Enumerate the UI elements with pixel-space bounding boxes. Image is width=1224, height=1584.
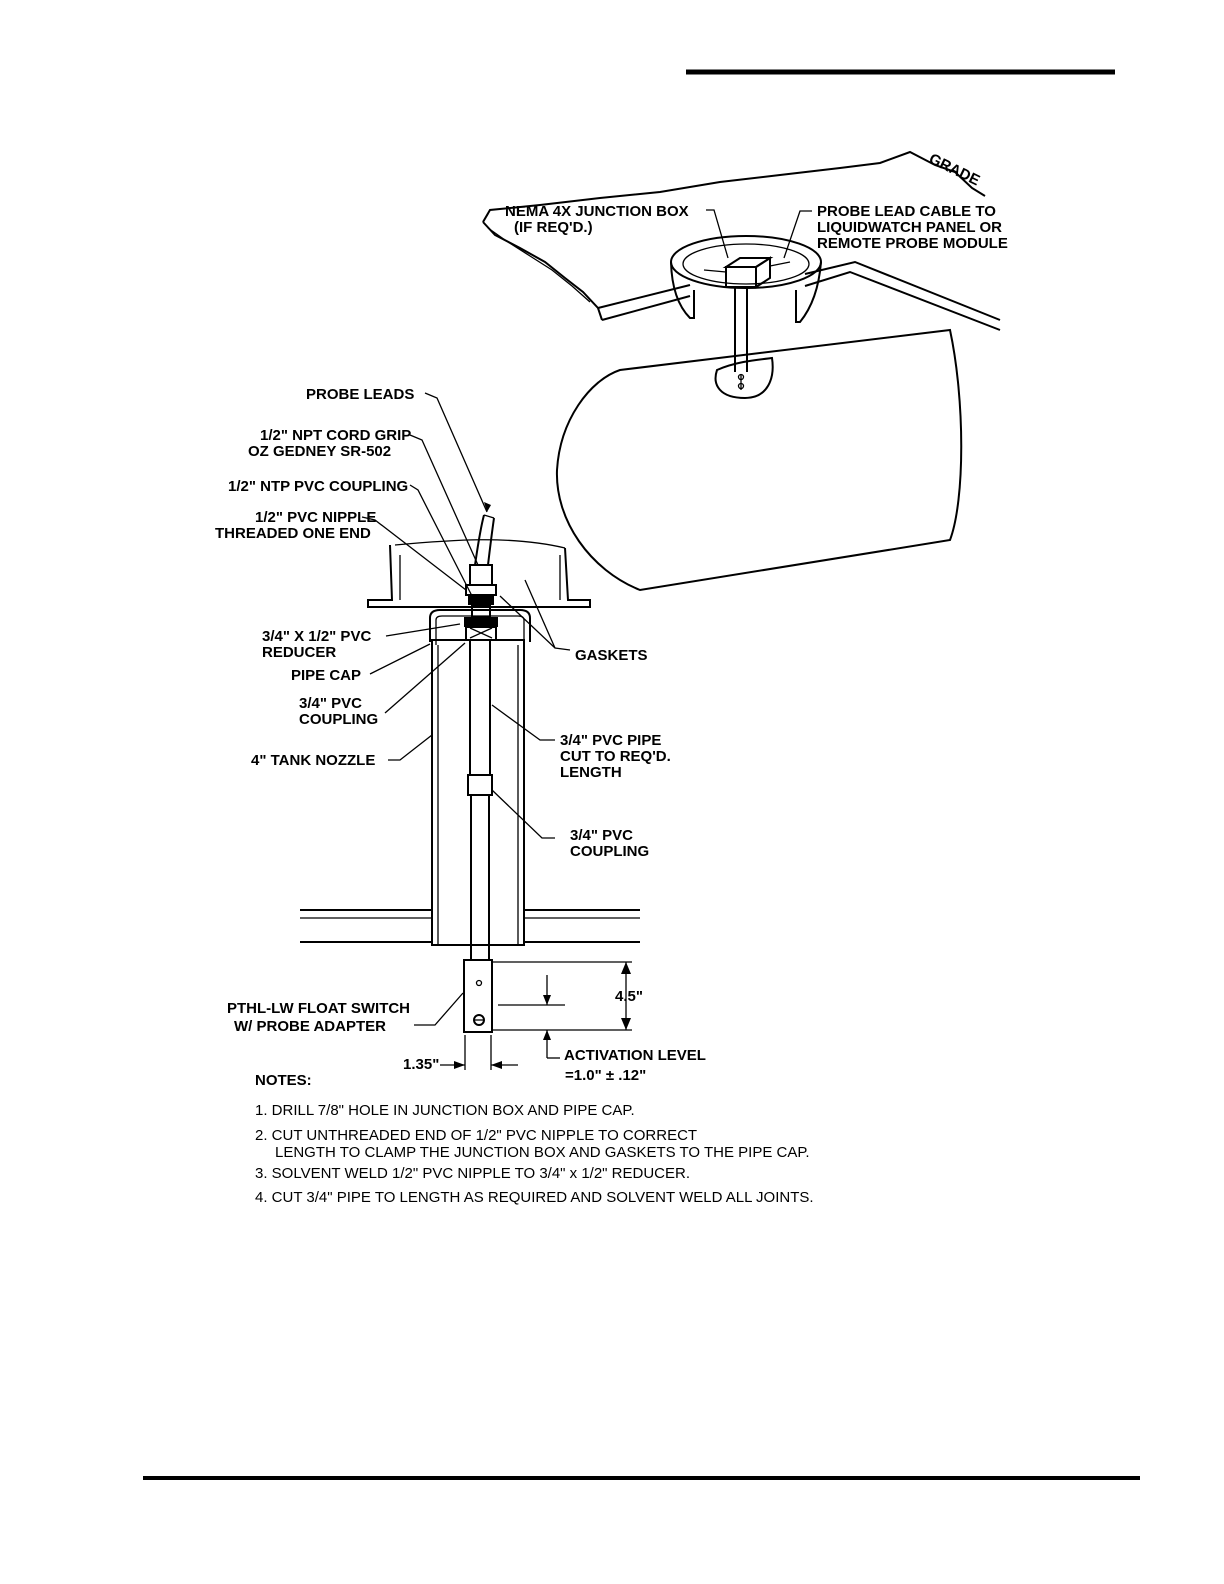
float-switch-label-1: PTHL-LW FLOAT SWITCH: [227, 1000, 410, 1017]
coupling-a-label-1: 3/4" PVC: [299, 695, 362, 712]
dim-width-label: 1.35": [403, 1056, 439, 1073]
tank: [555, 328, 963, 592]
reducer-label-2: REDUCER: [262, 644, 336, 661]
ntp-coupling-label: 1/2" NTP PVC COUPLING: [228, 478, 408, 495]
dim-height-label: 4.5": [615, 988, 643, 1005]
pipe-cap: [429, 609, 531, 642]
junction-box-label-2: (IF REQ'D.): [514, 219, 593, 236]
float-switch: [463, 959, 493, 1033]
note-1: 1. DRILL 7/8" HOLE IN JUNCTION BOX AND P…: [255, 1102, 635, 1119]
note-2b: LENGTH TO CLAMP THE JUNCTION BOX AND GAS…: [275, 1144, 810, 1161]
gaskets-label: GASKETS: [575, 647, 648, 664]
junction-box: [703, 256, 791, 289]
section-view: PROBE LEADS 1/2" NPT CORD GRIP OZ GEDNEY…: [215, 386, 706, 1084]
nipple-label-2: THREADED ONE END: [215, 525, 371, 542]
probe-cable-label-3: REMOTE PROBE MODULE: [817, 235, 1008, 252]
coupling-a-label-2: COUPLING: [299, 711, 378, 728]
probe-leads-label: PROBE LEADS: [306, 386, 414, 403]
activation-label-2: =1.0" ± .12": [565, 1067, 646, 1084]
pvc-pipe-label-1: 3/4" PVC PIPE: [560, 732, 661, 749]
pipe-cap-label: PIPE CAP: [291, 667, 361, 684]
notes-block: NOTES: 1. DRILL 7/8" HOLE IN JUNCTION BO…: [255, 1072, 814, 1206]
nipple-label-1: 1/2" PVC NIPPLE: [255, 509, 376, 526]
tank-nozzle: [431, 639, 525, 946]
probe-cable-label-2: LIQUIDWATCH PANEL OR: [817, 219, 1002, 236]
pvc-pipe: [469, 639, 491, 776]
note-3: 3. SOLVENT WELD 1/2" PVC NIPPLE TO 3/4" …: [255, 1165, 690, 1182]
cord-grip-label-1: 1/2" NPT CORD GRIP: [260, 427, 411, 444]
pvc-pipe-label-2: CUT TO REQ'D.: [560, 748, 671, 765]
tank-nozzle-label: 4" TANK NOZZLE: [251, 752, 375, 769]
pvc-coupling: [467, 774, 493, 796]
isometric-view: GRADE NEMA 4X JUNCTION BOX (IF REQ'D.) P…: [482, 150, 1008, 592]
probe-cable-label-1: PROBE LEAD CABLE TO: [817, 203, 996, 220]
coupling-b-label-2: COUPLING: [570, 843, 649, 860]
reducer-label-1: 3/4" X 1/2" PVC: [262, 628, 371, 645]
grade-slab: [482, 150, 986, 223]
notes-heading: NOTES:: [255, 1072, 312, 1089]
activation-label-1: ACTIVATION LEVEL: [564, 1047, 706, 1064]
coupling-b-label-1: 3/4" PVC: [570, 827, 633, 844]
pvc-pipe-label-3: LENGTH: [560, 764, 622, 781]
cord-grip-label-2: OZ GEDNEY SR-502: [248, 443, 391, 460]
grade-label: GRADE: [926, 150, 982, 189]
note-2a: 2. CUT UNTHREADED END OF 1/2" PVC NIPPLE…: [255, 1127, 697, 1144]
junction-box-label-1: NEMA 4X JUNCTION BOX: [505, 203, 689, 220]
float-switch-label-2: W/ PROBE ADAPTER: [234, 1018, 386, 1035]
note-4: 4. CUT 3/4" PIPE TO LENGTH AS REQUIRED A…: [255, 1189, 814, 1206]
